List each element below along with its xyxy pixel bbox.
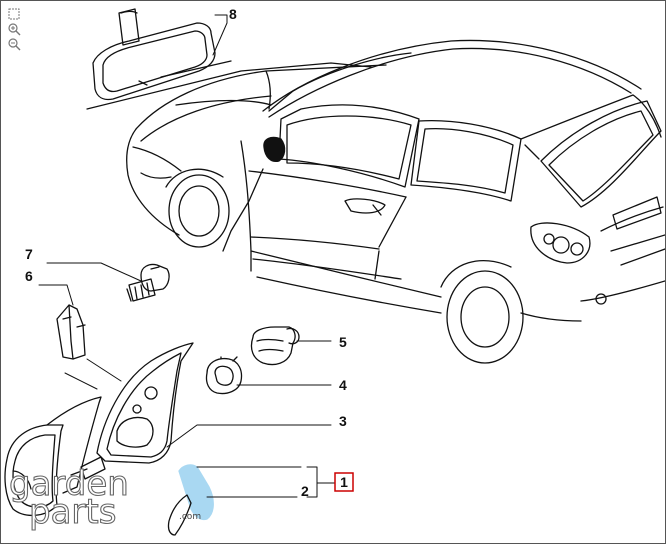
callout-8[interactable]: 8 bbox=[229, 6, 237, 22]
watermark-line1: garden bbox=[9, 464, 129, 504]
clip-drawing bbox=[56, 304, 86, 360]
watermark-line2: parts bbox=[29, 492, 116, 532]
callout-3[interactable]: 3 bbox=[339, 413, 347, 429]
zoom-in-icon[interactable] bbox=[7, 22, 21, 36]
watermark-suffix: .com bbox=[179, 512, 201, 522]
mirror-glass-drawing bbox=[167, 464, 214, 536]
callout-6[interactable]: 6 bbox=[25, 268, 33, 284]
leader-lines bbox=[38, 14, 336, 498]
grommet-drawing bbox=[250, 326, 300, 366]
callout-2[interactable]: 2 bbox=[301, 483, 309, 499]
mirror-assembly-drawing bbox=[4, 396, 106, 516]
bolt-drawing bbox=[126, 263, 170, 302]
nut-drawing bbox=[205, 356, 243, 395]
callout-5[interactable]: 5 bbox=[339, 334, 347, 350]
watermark-logo: garden parts bbox=[8, 463, 129, 532]
callout-7[interactable]: 7 bbox=[25, 246, 33, 262]
interior-mirror-drawing bbox=[86, 8, 372, 110]
car-body-drawing bbox=[126, 39, 665, 364]
fit-page-icon[interactable] bbox=[7, 7, 21, 21]
viewer-toolbar bbox=[7, 7, 21, 51]
highlight-box bbox=[334, 472, 354, 492]
callout-4[interactable]: 4 bbox=[339, 377, 347, 393]
zoom-out-icon[interactable] bbox=[7, 37, 21, 51]
mirror-housing-drawing bbox=[96, 342, 194, 464]
callout-1[interactable]: 1 bbox=[340, 474, 348, 490]
